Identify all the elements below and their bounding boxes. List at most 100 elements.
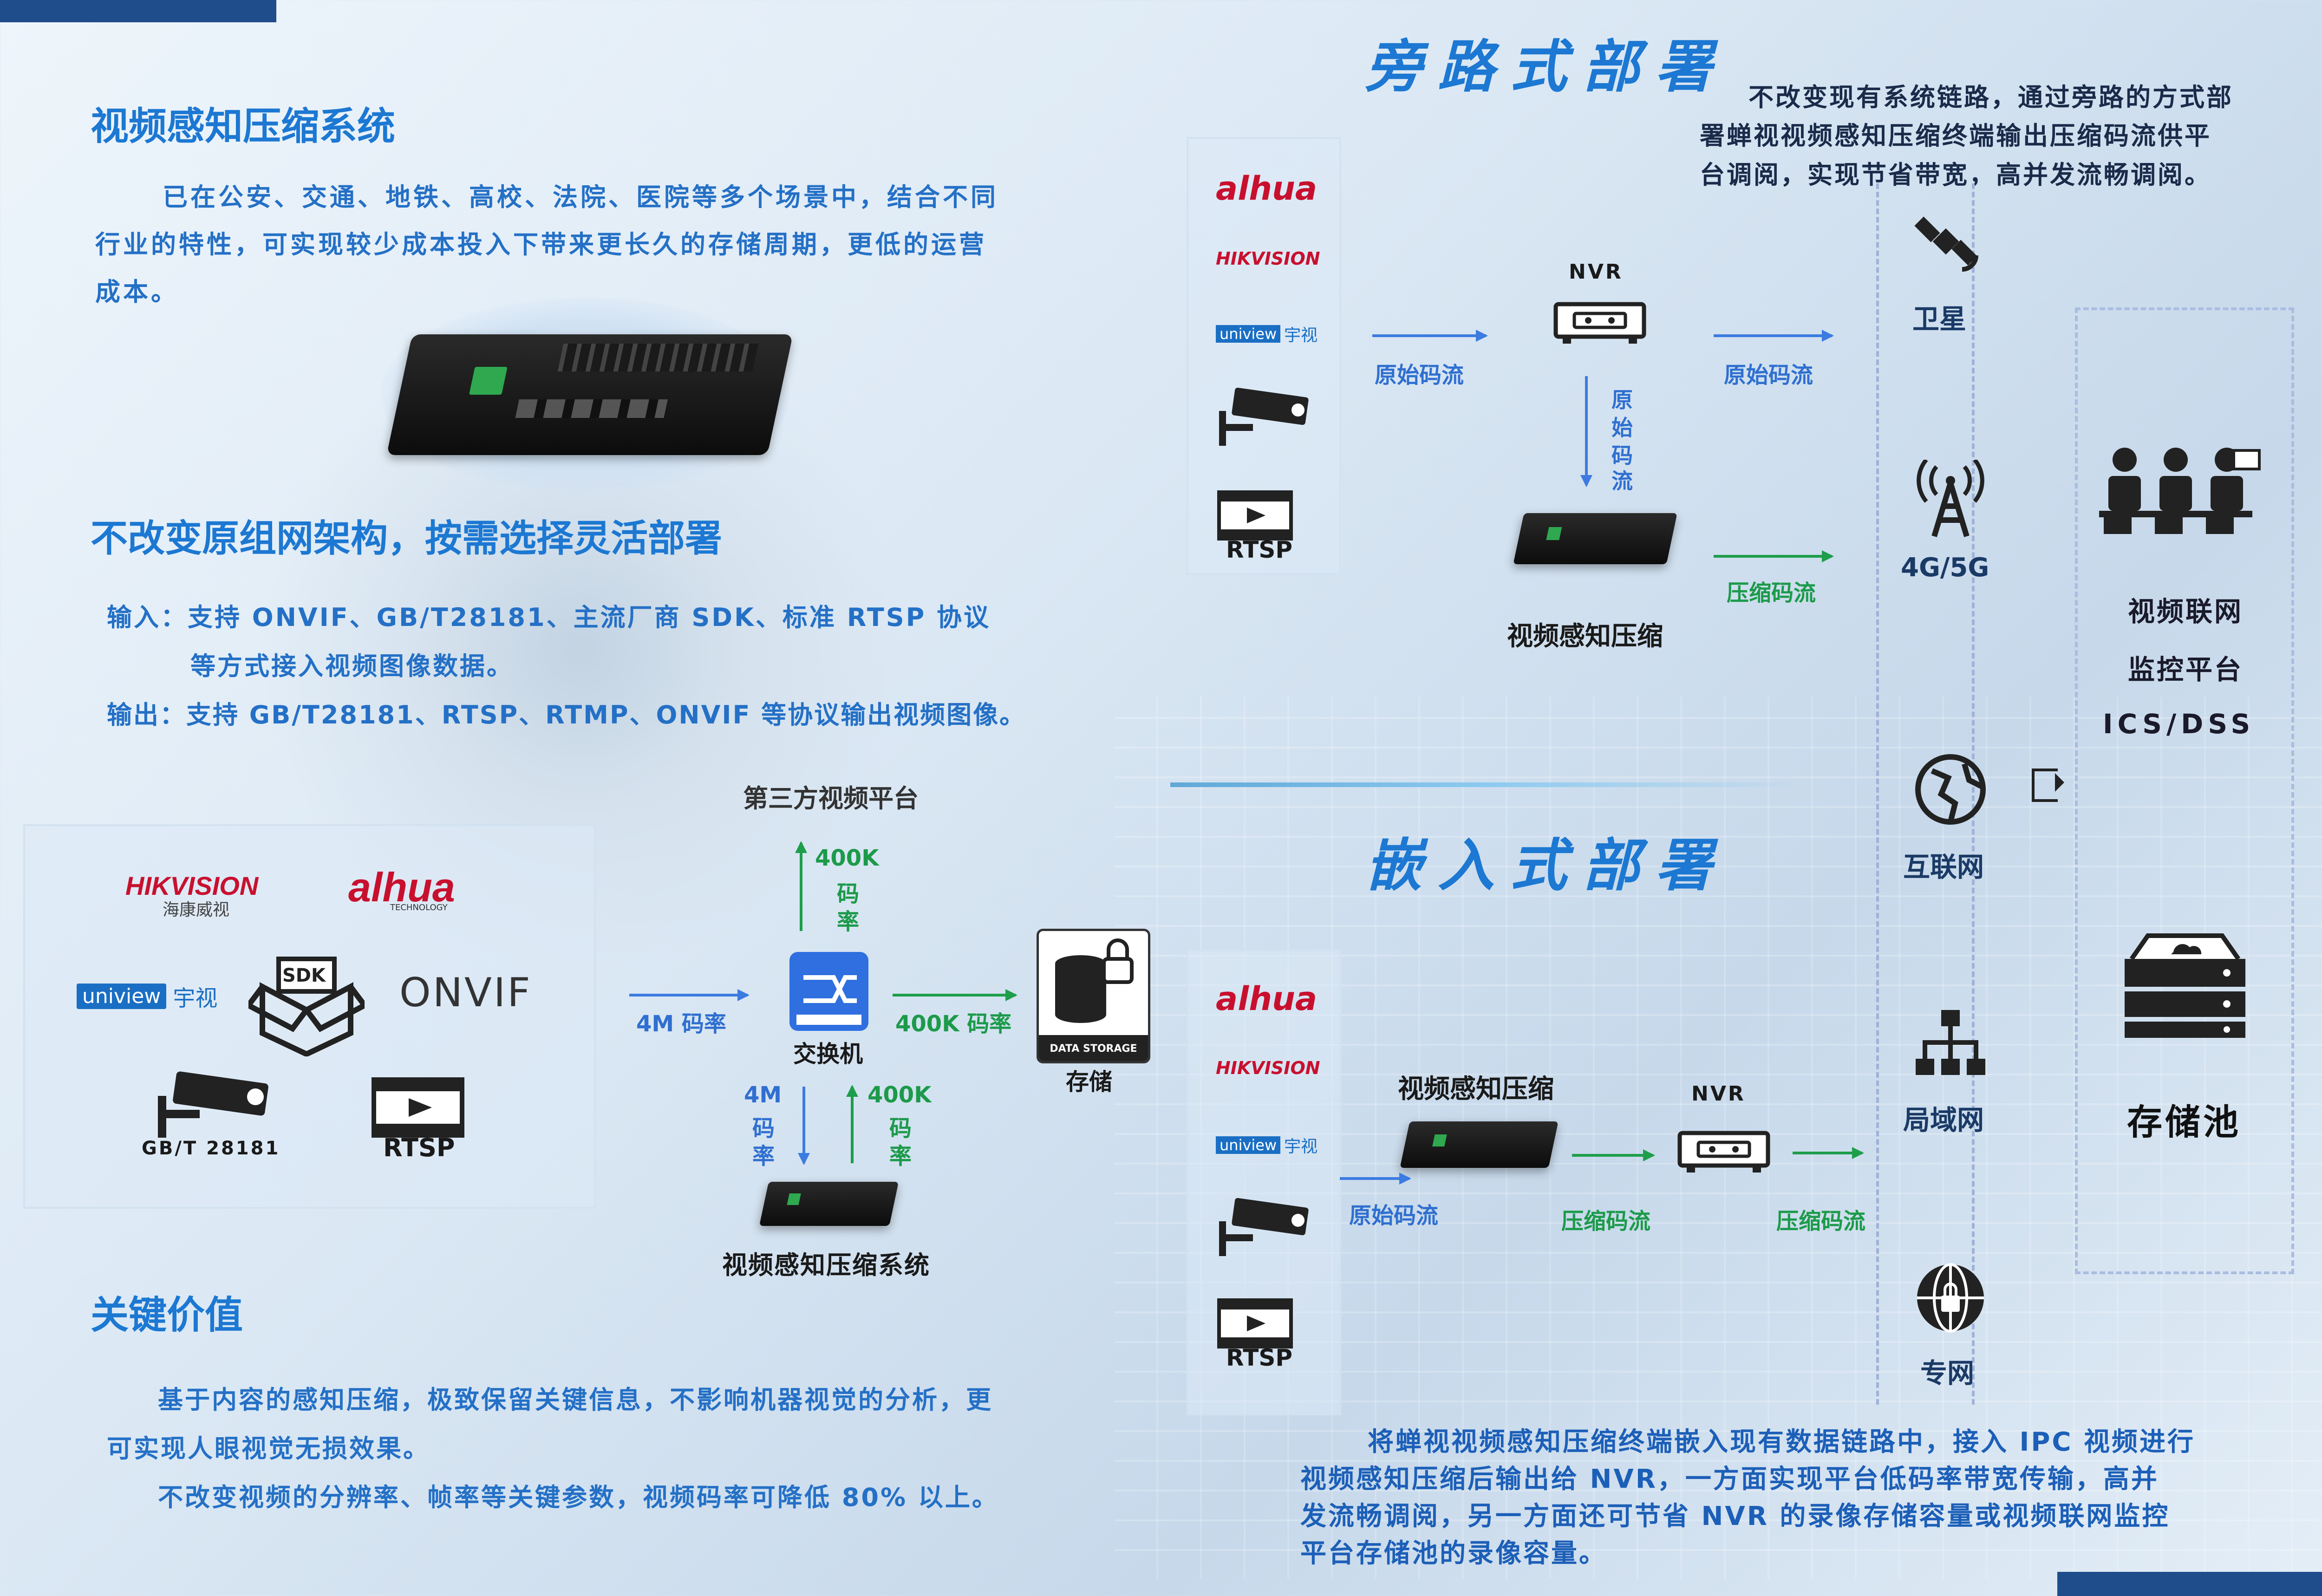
down-4m-2: 码	[752, 1115, 775, 1141]
gbt-label: GB/T 28181	[142, 1138, 280, 1159]
up2-400k-3: 率	[889, 1143, 912, 1169]
bypass-dahua: alhua	[1216, 169, 1318, 208]
platform-line1: 视频联网	[2128, 596, 2244, 627]
bypass-rtsp-icon	[1217, 490, 1293, 541]
device-green-port	[469, 367, 508, 395]
bypass-nvr-icon	[1553, 302, 1646, 344]
section1-line3: 成本。	[95, 277, 179, 306]
section1-title: 视频感知压缩系统	[91, 104, 396, 149]
platform-line2: 监控平台	[2128, 654, 2244, 685]
connector-arrowhead	[2055, 773, 2064, 792]
embedded-hikvision: HIKVISION	[1216, 1058, 1320, 1078]
section1-line1: 已在公安、交通、地铁、高校、法院、医院等多个场景中，结合不同	[163, 182, 998, 212]
platform-column-border	[2075, 307, 2294, 1274]
input-line1: 输入：支持 ONVIF、GB/T28181、主流厂商 SDK、标准 RTSP 协…	[107, 603, 991, 632]
section1-line2: 行业的特性，可实现较少成本投入下带来更长久的存储周期，更低的运营	[95, 230, 987, 259]
embedded-arrow-raw	[1340, 1173, 1411, 1185]
connector-bracket	[2032, 769, 2058, 802]
embedded-nvr-icon	[1677, 1131, 1770, 1173]
embedded-camera-icon	[1219, 1198, 1309, 1256]
bypass-nvr-label: NVR	[1569, 260, 1623, 284]
bypass-desc-3: 台调阅，实现节省带宽，高并发流畅调阅。	[1700, 160, 2211, 189]
embedded-uniview: uniview 宇视	[1216, 1133, 1318, 1157]
embedded-compressed1: 压缩码流	[1561, 1208, 1651, 1234]
section3-title: 关键价值	[91, 1293, 243, 1337]
bypass-camera-icon	[1219, 388, 1309, 446]
bypass-raw-v3: 码	[1611, 443, 1633, 468]
down-4m-3: 率	[752, 1143, 775, 1169]
lan-icon	[1916, 1010, 1985, 1075]
private-network-icon	[1917, 1263, 1984, 1333]
arrow-400k-out	[893, 989, 1018, 1001]
bypass-arrow-raw1	[1372, 330, 1488, 342]
storage-pool-icon	[2125, 933, 2245, 1038]
bypass-raw2: 原始码流	[1724, 362, 1813, 388]
storage-box: DATA STORAGE	[1037, 929, 1150, 1063]
bypass-uniview: uniview 宇视	[1216, 322, 1318, 346]
rate-4m-label: 4M 码率	[636, 1011, 726, 1037]
internet-globe-icon	[1915, 754, 1986, 825]
switch-label: 交换机	[793, 1041, 863, 1068]
bypass-title: 旁路式部署	[1365, 34, 1728, 100]
satellite-icon	[1914, 216, 1978, 272]
corner-bar-bottom-right	[2057, 1572, 2322, 1596]
input-line2: 等方式接入视频图像数据。	[190, 651, 514, 681]
section2-title: 不改变原组网架构，按需选择灵活部署	[91, 517, 722, 560]
bypass-raw-v1: 原	[1611, 387, 1633, 412]
bypass-device-label: 视频感知压缩	[1507, 621, 1663, 651]
device-ports	[515, 399, 668, 418]
bypass-arrow-down	[1580, 376, 1592, 487]
up-400k-3: 率	[837, 909, 860, 935]
embedded-title: 嵌入式部署	[1365, 833, 1728, 899]
network-column-border	[1876, 183, 1975, 1405]
embedded-dahua: alhua	[1216, 980, 1318, 1018]
network-internet: 互联网	[1903, 851, 1984, 883]
embedded-desc-2: 视频感知压缩后输出给 NVR，一方面实现平台低码率带宽传输，高并	[1300, 1464, 2159, 1494]
up2-400k-2: 码	[889, 1115, 912, 1141]
arrow-up-400k-2	[846, 1085, 858, 1163]
third-party-platform: 第三方视频平台	[743, 784, 919, 813]
arrow-4m-in	[629, 989, 750, 1001]
bypass-desc-2: 署蝉视视频感知压缩终端输出压缩码流供平	[1700, 121, 2211, 150]
sdk-label: SDK	[282, 965, 326, 986]
up2-400k-1: 400K	[867, 1082, 932, 1108]
network-lan: 局域网	[1903, 1104, 1984, 1136]
storage-label: 存储	[1066, 1068, 1112, 1095]
arrow-up-400k	[795, 841, 807, 931]
onvif-logo: ONVIF	[399, 970, 532, 1016]
dahua-logo: alhua TECHNOLOGY	[348, 864, 455, 912]
arrow-down-4m	[798, 1087, 810, 1165]
up-400k-2: 码	[837, 881, 860, 907]
embedded-nvr-label: NVR	[1691, 1082, 1746, 1106]
uniview-logo: uniview 宇视	[77, 980, 217, 1012]
corner-bar-top-left	[0, 0, 276, 22]
source-panel	[23, 824, 596, 1209]
bypass-arrow-compressed	[1714, 550, 1834, 562]
bypass-hikvision: HIKVISION	[1216, 248, 1320, 269]
bypass-arrow-raw2	[1714, 330, 1834, 342]
hikvision-logo: HIKVISION 海康威视	[125, 871, 259, 919]
embedded-arrow-comp2	[1793, 1147, 1864, 1159]
embedded-raw: 原始码流	[1349, 1203, 1439, 1229]
bypass-raw1: 原始码流	[1375, 362, 1464, 388]
bypass-desc-1: 不改变现有系统链路，通过旁路的方式部	[1748, 83, 2233, 112]
embedded-rtsp-label: RTSP	[1226, 1344, 1293, 1371]
antenna-icon	[1917, 460, 1984, 537]
embedded-device-label: 视频感知压缩	[1398, 1074, 1554, 1104]
rtsp-icon	[372, 1077, 464, 1138]
platform-line3: ICS/DSS	[2103, 708, 2255, 740]
bypass-raw-v2: 始	[1611, 415, 1633, 440]
network-satellite: 卫星	[1912, 303, 1967, 335]
embedded-desc-4: 平台存储池的录像容量。	[1300, 1538, 1607, 1569]
embedded-arrow-comp1	[1572, 1149, 1655, 1161]
rtsp-label: RTSP	[383, 1133, 455, 1162]
camera-icon	[158, 1071, 268, 1138]
system-label: 视频感知压缩系统	[722, 1251, 930, 1280]
operators-icon	[2099, 448, 2261, 534]
embedded-desc-3: 发流畅调阅，另一方面还可节省 NVR 的录像存储容量或视频联网监控	[1300, 1501, 2170, 1531]
bypass-compression-device	[1513, 513, 1677, 564]
storage-pool-label: 存储池	[2127, 1101, 2241, 1143]
embedded-desc-1: 将蝉视视频感知压缩终端嵌入现有数据链路中，接入 IPC 视频进行	[1368, 1427, 2195, 1457]
sdk-box-icon	[248, 957, 365, 1056]
up-400k-1: 400K	[815, 845, 879, 871]
